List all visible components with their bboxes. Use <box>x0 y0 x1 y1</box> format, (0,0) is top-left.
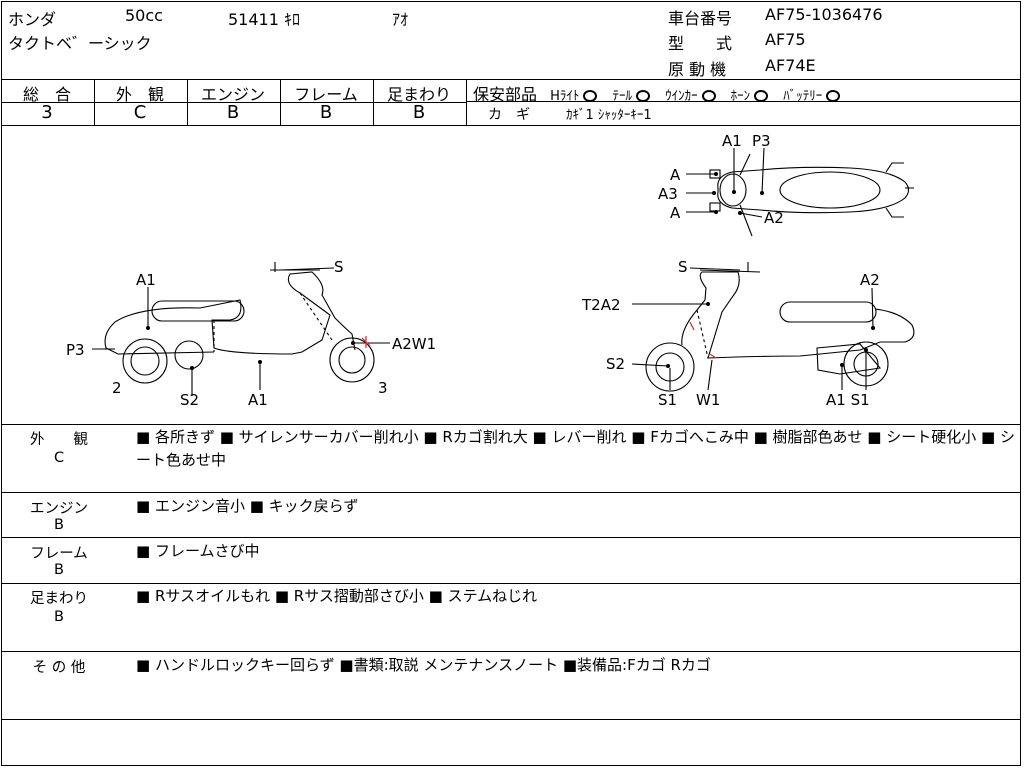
ok-circle-icon <box>635 90 650 102</box>
divider <box>1 79 1021 80</box>
engine-label: 原 動 機 <box>668 60 727 79</box>
label-p3-top: P3 <box>752 132 771 150</box>
label-a2-right: A2 <box>860 271 880 289</box>
divider <box>1 102 466 103</box>
displacement: 50cc <box>125 6 163 25</box>
divider <box>466 79 467 125</box>
label-a2-top: A2 <box>764 209 784 227</box>
exterior-grade: C <box>133 102 147 123</box>
ok-circle-icon <box>701 90 716 102</box>
label-a1-left: A1 <box>136 271 156 289</box>
safety-item-battery: ﾊﾞｯﾃﾘｰ <box>783 89 823 104</box>
safety-item-headlight: Hﾗｲﾄ <box>550 89 580 104</box>
label-s2-right: S2 <box>606 355 625 373</box>
frame-grade-label: フレーム <box>294 85 358 104</box>
detail-grade-exterior: C <box>53 450 65 466</box>
detail-label-other: そ の 他 <box>32 660 86 676</box>
label-s1-right: S1 <box>658 391 677 409</box>
detail-label-engine: エンジン <box>30 501 88 517</box>
label-a-bottom: A <box>670 204 681 222</box>
type-value: AF75 <box>765 30 806 49</box>
label-s-left: S <box>334 258 344 276</box>
divider <box>466 101 1021 102</box>
callout-dots <box>146 172 875 370</box>
label-s2-left: S2 <box>180 391 199 409</box>
maker: ホンダ <box>8 10 57 29</box>
safety-item-horn: ﾎｰﾝ <box>730 89 751 104</box>
divider <box>1 651 1021 652</box>
engine-grade: B <box>226 102 240 123</box>
detail-grade-engine: B <box>54 517 64 533</box>
label-a1s1-right: A1 S1 <box>826 391 870 409</box>
label-w1-right: W1 <box>696 391 720 409</box>
divider <box>1 719 1021 720</box>
frame-no: AF75-1036476 <box>765 5 883 24</box>
label-a2w1-left: A2W1 <box>392 335 436 353</box>
safety-label: 保安部品 <box>473 85 538 104</box>
label-a3-top: A3 <box>658 185 678 203</box>
ok-circle-icon <box>754 90 769 102</box>
overall-grade: 3 <box>41 102 53 123</box>
label-a1-top: A1 <box>722 132 742 150</box>
safety-item-winker: ｳｲﾝｶｰ <box>665 89 698 104</box>
detail-label-suspension: 足まわり <box>30 591 88 607</box>
divider <box>94 79 95 125</box>
detail-grade-frame: B <box>54 562 64 578</box>
scooter-top-view <box>709 153 914 237</box>
divider <box>1 424 1021 425</box>
label-3-left: 3 <box>378 379 388 397</box>
detail-text-frame: ■ フレームさび中 <box>136 542 260 560</box>
detail-text-engine: ■ エンジン音小 ■ キック戻らず <box>136 497 359 515</box>
model-name: タクトベ゛ーシック <box>8 34 152 53</box>
ok-circle-icon <box>826 90 841 102</box>
mileage: 51411 ｷﾛ <box>228 10 300 29</box>
exterior-label: 外 観 <box>115 85 164 104</box>
damage-diagram: A1 P3 A A3 A A2 A1 S P3 A2W1 2 S2 A1 3 S… <box>66 132 915 409</box>
detail-grade-suspension: B <box>54 609 64 625</box>
label-a1b-left: A1 <box>248 391 268 409</box>
scooter-left-view <box>104 262 375 384</box>
divider <box>1 583 1021 584</box>
divider <box>280 79 281 125</box>
overall-label: 総 合 <box>22 85 71 104</box>
label-s-right: S <box>678 258 688 276</box>
detail-label-exterior: 外 観 <box>30 432 88 448</box>
type-label: 型 式 <box>668 34 733 53</box>
damage-marks <box>361 321 717 359</box>
engine-grade-label: エンジン <box>200 85 265 104</box>
detail-text-exterior: ■ 各所きず ■ サイレンサーカバー削れ小 ■ Rカゴ割れ大 ■ レバー削れ ■… <box>136 428 1015 469</box>
scooter-right-view <box>645 262 915 392</box>
label-2-left: 2 <box>112 379 122 397</box>
divider <box>1 492 1021 493</box>
detail-text-other: ■ ハンドルロックキー回らず ■書類:取説 メンテナンスノート ■装備品:Fカゴ… <box>136 656 711 674</box>
detail-label-frame: フレーム <box>30 546 88 562</box>
label-p3-left: P3 <box>66 341 85 359</box>
divider <box>1 125 1021 126</box>
divider <box>187 79 188 125</box>
key-label: カ ギ <box>488 107 530 123</box>
suspension-grade-label: 足まわり <box>386 85 451 104</box>
frame-grade: B <box>319 102 333 123</box>
label-t2a2-right: T2A2 <box>581 296 621 314</box>
divider <box>1 537 1021 538</box>
safety-item-tail: ﾃｰﾙ <box>612 89 632 104</box>
detail-text-suspension: ■ Rサスオイルもれ ■ Rサス摺動部さび小 ■ ステムねじれ <box>136 587 538 605</box>
safety-row: 保安部品 Hﾗｲﾄ ﾃｰﾙ ｳｲﾝｶｰ ﾎｰﾝ ﾊﾞｯﾃﾘｰ <box>473 81 850 105</box>
key-value: ｶｷﾞ1 ｼｬｯﾀｰｷｰ1 <box>566 108 652 123</box>
label-a-top: A <box>670 166 681 184</box>
suspension-grade: B <box>412 102 426 123</box>
divider <box>373 79 374 125</box>
ok-circle-icon <box>583 90 598 102</box>
engine-value: AF74E <box>765 56 816 75</box>
color: ｱｵ <box>392 10 409 29</box>
frame-no-label: 車台番号 <box>668 9 733 28</box>
callout-lines <box>92 147 874 396</box>
